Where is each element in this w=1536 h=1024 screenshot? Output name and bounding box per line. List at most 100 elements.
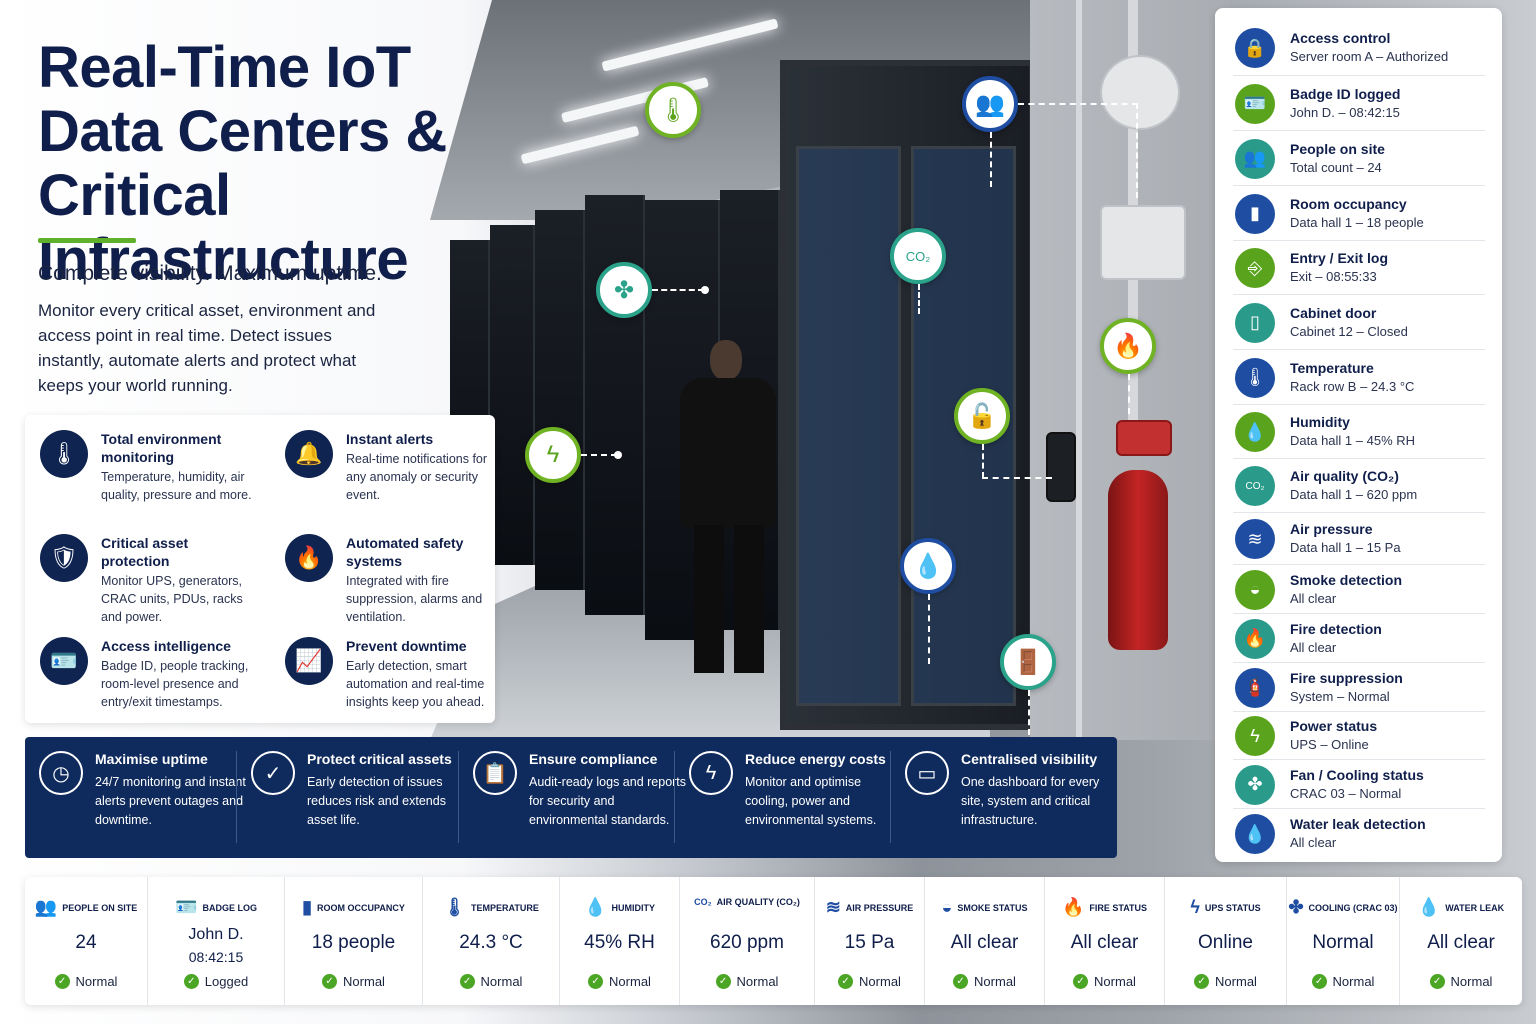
metric-label: 🔥FIRE STATUS [1045, 897, 1164, 918]
metric-label: 💧HUMIDITY [560, 897, 679, 918]
metric-label-text: COOLING (CRAC 03) [1308, 902, 1398, 913]
metric-label: 💧WATER LEAK [1400, 897, 1522, 918]
shield-icon: 🛡 [40, 534, 88, 582]
co2-icon: CO₂ [694, 897, 712, 907]
check-icon: ✓ [322, 974, 338, 989]
connector-line [1136, 103, 1138, 198]
sidebar-item-value: UPS – Online [1290, 737, 1369, 752]
metric-label: ✤COOLING (CRAC 03) [1287, 897, 1399, 918]
metric-value: 620 ppm [710, 932, 784, 953]
metric-label-text: FIRE STATUS [1089, 902, 1148, 913]
thermometer-icon: 🌡 [1235, 357, 1275, 398]
metric-value: All clear [1427, 932, 1495, 953]
door-sensor-icon[interactable]: 🚪 [1000, 634, 1056, 690]
metric-status-text: Normal [974, 974, 1016, 989]
metric-value: John D.08:42:15 [148, 924, 284, 968]
bar-chart-icon: ▮ [1235, 193, 1275, 234]
sidebar-item-value: Cabinet 12 – Closed [1290, 323, 1408, 339]
connector-line [1028, 690, 1030, 735]
valve-device [1116, 420, 1172, 456]
feature-desc: Early detection, smart automation and re… [346, 659, 485, 709]
metric-label-text: AIR PRESSURE [845, 902, 914, 913]
check-icon: ✓ [1429, 974, 1445, 989]
accent-rule [38, 238, 136, 243]
benefit-title: Ensure compliance [529, 751, 658, 767]
flame-icon: 🔥 [285, 534, 333, 582]
sidebar-item-value: Rack row B – 24.3 °C [1290, 378, 1415, 394]
wind-icon: ≋ [825, 897, 841, 917]
metric-label-text: HUMIDITY [611, 902, 655, 913]
shield-check-icon: ✓ [251, 751, 295, 795]
connector-line [990, 132, 992, 187]
monitor-icon: ▭ [905, 751, 949, 795]
benefit-title: Centralised visibility [961, 751, 1098, 767]
bar-chart-icon: ▮ [302, 897, 313, 917]
flame-icon: 🔥 [1235, 618, 1275, 659]
page-title: Real-Time IoT Data Centers & Critical In… [38, 36, 598, 292]
temperature-sensor-icon[interactable]: 🌡 [645, 82, 701, 138]
people-sensor-icon[interactable]: 👥 [962, 76, 1018, 132]
metric-label: 👥PEOPLE ON SITE [25, 897, 147, 918]
sidebar-item-value: Data hall 1 – 45% RH [1290, 433, 1416, 448]
lock-icon: 🔒 [1235, 28, 1275, 68]
benefit-title: Reduce energy costs [745, 751, 886, 767]
feature-card: 🌡 Total environment monitoring Temperatu… [25, 415, 495, 723]
metric-label-text: WATER LEAK [1445, 902, 1505, 913]
check-icon: ✓ [588, 974, 604, 989]
connector-line [928, 594, 930, 664]
metric-label-text: AIR QUALITY (CO₂) [716, 897, 800, 907]
flame-sensor-icon[interactable]: 🔥 [1100, 318, 1156, 374]
metric-label: ◒SMOKE STATUS [925, 897, 1044, 918]
connector-line [982, 444, 984, 478]
people-icon: 👥 [1235, 138, 1275, 179]
connector-dot [701, 286, 709, 294]
badge-icon: 🪪 [1235, 83, 1275, 124]
title-line-2: Data Centers & [38, 99, 447, 164]
power-sensor-icon[interactable]: ϟ [525, 427, 581, 483]
clipboard-icon: 📋 [473, 751, 517, 795]
fan-sensor-icon[interactable]: ✤ [596, 262, 652, 318]
water-sensor-icon[interactable]: 💧 [900, 538, 956, 594]
sidebar-item-value: All clear [1290, 590, 1337, 606]
metric-value-line: 08:42:15 [188, 949, 244, 965]
sidebar-item-value: System – Normal [1290, 688, 1390, 704]
energy-icon: ϟ [689, 751, 733, 795]
metric-status-text: Logged [204, 974, 249, 989]
smoke-detector-device [1100, 55, 1180, 130]
feature-desc: Temperature, humidity, air quality, pres… [101, 470, 252, 502]
check-icon: ✓ [838, 974, 854, 989]
metric-status: ✓Logged [148, 974, 284, 989]
benefit-desc: Audit-ready logs and reports for securit… [529, 775, 687, 827]
co2-sensor-icon[interactable]: CO₂ [890, 228, 946, 284]
sidebar-item-title: Fire suppression [1290, 669, 1403, 686]
bell-icon: 🔔 [285, 430, 333, 478]
people-icon: 👥 [34, 897, 58, 917]
benefit-title: Maximise uptime [95, 751, 208, 767]
metric-status-text: Normal [480, 974, 523, 989]
metric-status-text: Normal [609, 974, 651, 989]
lock-sensor-icon[interactable]: 🔓 [954, 388, 1010, 444]
smoke-detector-icon: ◒ [941, 897, 953, 917]
badge-reader-device [1046, 432, 1076, 502]
benefit-desc: Early detection of issues reduces risk a… [307, 775, 446, 827]
